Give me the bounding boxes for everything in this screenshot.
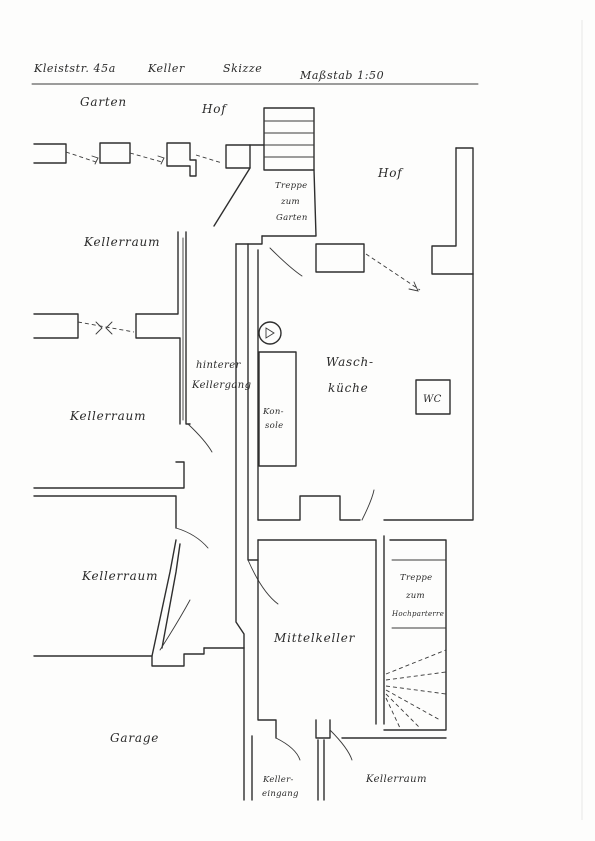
label-waschkueche-1: Wasch-	[326, 355, 374, 369]
bottom-walls	[243, 647, 325, 801]
konsole-box	[258, 351, 297, 467]
label-waschkueche-2: küche	[328, 381, 369, 395]
mittelkeller-walls	[257, 535, 447, 761]
boiler-icon	[258, 321, 282, 345]
header-scale: Maßstab 1:50	[299, 69, 384, 82]
label-hinterer-1: hinterer	[196, 360, 242, 371]
corridor-walls	[203, 235, 303, 649]
wc-box	[415, 379, 451, 415]
label-mittelkeller: Mittelkeller	[273, 631, 356, 645]
kellerraum-2-walls	[33, 461, 209, 549]
label-kellerraum-1: Kellerraum	[83, 235, 160, 249]
label-treppe-garten-2: zum	[280, 197, 300, 207]
label-hof-top: Hof	[201, 102, 228, 116]
label-treppe-hoch-3: Hochparterre	[391, 610, 444, 618]
right-court	[315, 147, 474, 292]
label-konsole-2: sole	[265, 421, 283, 431]
room-labels: Garten Hof Hof Treppe zum Garten Kellerr…	[69, 95, 444, 799]
top-windows	[33, 142, 251, 177]
waschkueche-walls	[257, 273, 474, 521]
header-address: Kleiststr. 45a	[33, 62, 116, 75]
label-hinterer-2: Kellergang	[191, 380, 251, 391]
label-kellerraum-4: Kellerraum	[365, 774, 427, 785]
label-kellereingang-1: Keller-	[262, 775, 294, 785]
label-treppe-garten-1: Treppe	[275, 181, 307, 191]
kellerraum-1-walls	[33, 231, 213, 453]
label-hof-right: Hof	[377, 166, 404, 180]
label-kellerraum-2: Kellerraum	[69, 409, 146, 423]
header-floor: Keller	[147, 62, 185, 75]
label-treppe-hoch-2: zum	[405, 591, 425, 601]
label-konsole-1: Kon-	[262, 407, 284, 417]
label-kellerraum-3: Kellerraum	[81, 569, 158, 583]
garden-stair	[213, 107, 317, 237]
kellerraum-3-walls	[33, 539, 205, 667]
plan-header: Kleiststr. 45a Keller Skizze Maßstab 1:5…	[31, 62, 479, 85]
stair-hochparterre	[385, 559, 447, 729]
label-wc: WC	[423, 394, 442, 405]
header-type: Skizze	[223, 62, 262, 75]
label-garten: Garten	[80, 95, 127, 109]
label-garage: Garage	[110, 731, 159, 745]
label-treppe-hoch-1: Treppe	[400, 573, 432, 583]
label-treppe-garten-3: Garten	[276, 213, 308, 223]
label-kellereingang-2: eingang	[262, 789, 299, 799]
